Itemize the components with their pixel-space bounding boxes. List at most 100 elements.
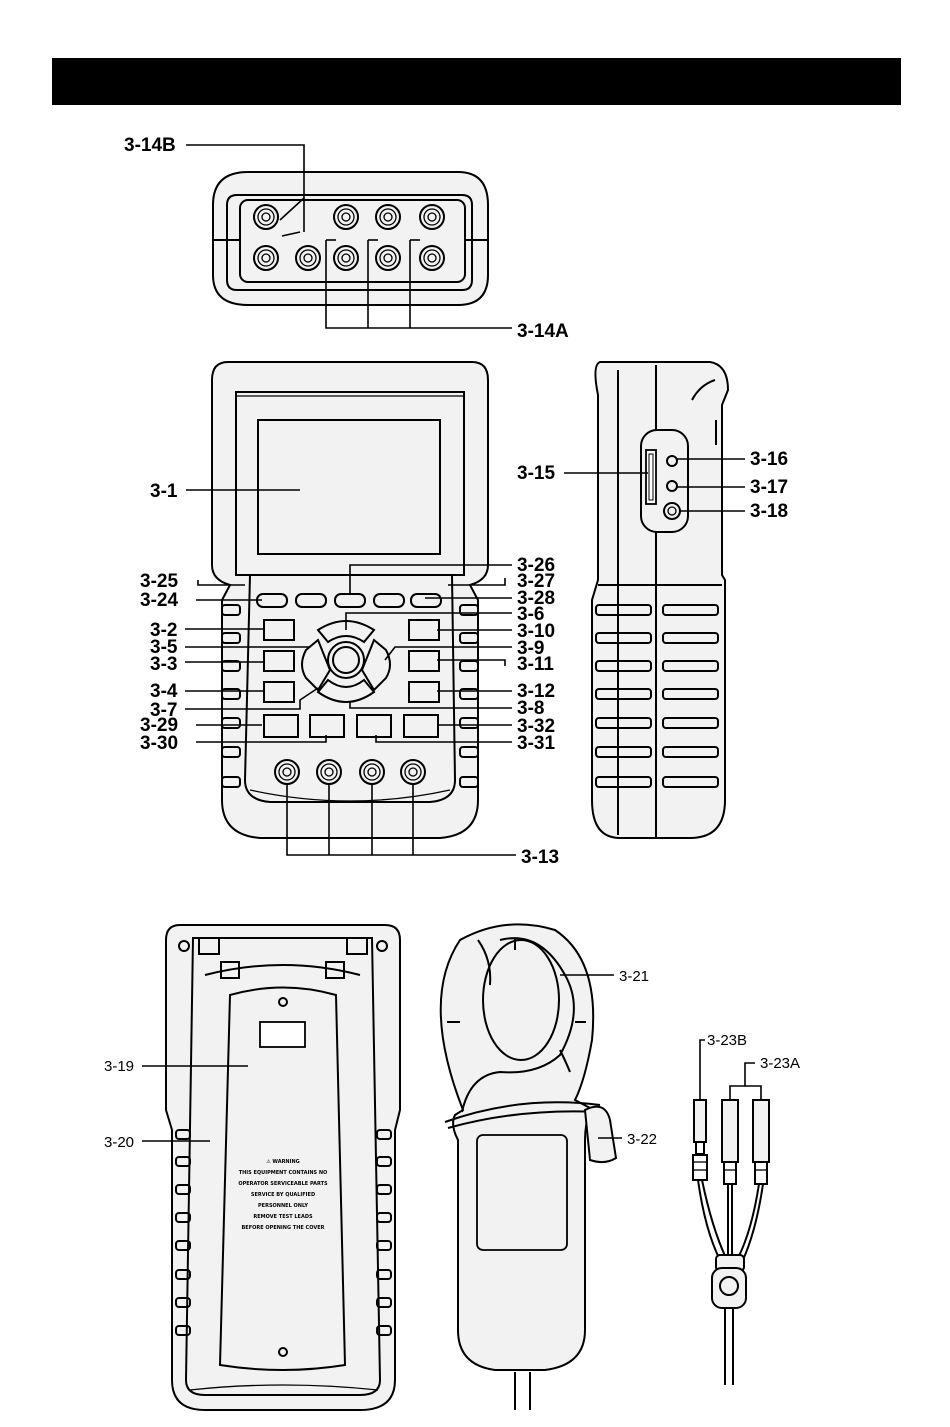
- grip-slot: [175, 1156, 191, 1167]
- warning-line: THIS EQUIPMENT CONTAINS NO: [239, 1170, 328, 1176]
- label-3-10: 3-10: [517, 621, 555, 642]
- label-3-8: 3-8: [517, 698, 544, 719]
- grip-slot: [459, 604, 479, 616]
- top-jack-7: [333, 245, 359, 271]
- top-jack-6: [295, 245, 321, 271]
- header-bar: [52, 58, 901, 105]
- grip-slot: [595, 632, 652, 644]
- grip-slot: [459, 776, 479, 788]
- grip-slot: [459, 688, 479, 700]
- grip-slot: [175, 1325, 191, 1336]
- label-3-32: 3-32: [517, 716, 555, 737]
- function-key-4: [373, 593, 405, 608]
- sd-card-slot: [645, 449, 657, 505]
- label-3-2: 3-2: [150, 620, 177, 641]
- top-jack-3: [375, 204, 401, 230]
- label-3-3: 3-3: [150, 654, 177, 675]
- grip-slot: [221, 604, 241, 616]
- clamp-label-window: [476, 1134, 568, 1251]
- label-3-6: 3-6: [517, 604, 544, 625]
- label-3-18: 3-18: [750, 501, 788, 522]
- side-grips: [595, 604, 719, 788]
- front-grip-left: [221, 604, 241, 788]
- front-view-meter: [211, 361, 489, 839]
- label-3-29: 3-29: [140, 715, 178, 736]
- grip-slot: [595, 776, 652, 788]
- label-3-16: 3-16: [750, 449, 788, 470]
- label-3-13: 3-13: [521, 847, 559, 868]
- key-3-12: [408, 681, 440, 703]
- grip-slot: [221, 688, 241, 700]
- grip-slot: [662, 776, 719, 788]
- top-jack-2: [333, 204, 359, 230]
- top-input-jacks: [253, 204, 445, 271]
- top-jack-8: [375, 245, 401, 271]
- label-3-4: 3-4: [150, 681, 178, 702]
- label-3-12: 3-12: [517, 681, 555, 702]
- arrow-pad: [301, 620, 391, 703]
- grip-slot: [221, 660, 241, 672]
- grip-slot: [376, 1212, 392, 1223]
- grip-slot: [459, 717, 479, 729]
- key-3-4: [263, 681, 295, 703]
- label-3-24: 3-24: [140, 590, 178, 611]
- grip-slot: [595, 717, 652, 729]
- grip-slot: [376, 1184, 392, 1195]
- front-jack-2: [316, 759, 342, 785]
- key-3-3: [263, 650, 295, 672]
- label-3-1: 3-1: [150, 481, 178, 502]
- lcd-screen: [257, 419, 441, 555]
- key-3-32: [403, 714, 439, 738]
- front-jack-1: [274, 759, 300, 785]
- grip-slot: [376, 1156, 392, 1167]
- label-3-28: 3-28: [517, 588, 555, 609]
- grip-slot: [376, 1297, 392, 1308]
- key-3-2: [263, 619, 295, 641]
- grip-slot: [662, 604, 719, 616]
- label-3-7: 3-7: [150, 700, 177, 721]
- grip-slot: [595, 604, 652, 616]
- grip-slot: [221, 746, 241, 758]
- label-3-14B: 3-14B: [124, 135, 176, 156]
- front-grip-right: [459, 604, 479, 788]
- top-view-meter: [212, 171, 489, 306]
- label-3-22: 3-22: [627, 1131, 657, 1148]
- grip-slot: [376, 1269, 392, 1280]
- label-3-11: 3-11: [517, 654, 554, 675]
- adapter-cable: [692, 1099, 770, 1385]
- warning-line: REMOVE TEST LEADS: [253, 1214, 313, 1220]
- back-grips: [175, 1129, 392, 1336]
- label-3-31: 3-31: [517, 733, 555, 754]
- grip-slot: [662, 746, 719, 758]
- function-key-2: [295, 593, 327, 608]
- grip-slot: [595, 660, 652, 672]
- grip-slot: [175, 1240, 191, 1251]
- label-3-27: 3-27: [517, 571, 555, 592]
- grip-slot: [595, 746, 652, 758]
- grip-slot: [376, 1240, 392, 1251]
- clamp-trigger: [583, 1105, 618, 1164]
- grip-slot: [175, 1129, 191, 1140]
- warning-line: PERSONNEL ONLY: [258, 1203, 308, 1209]
- grip-slot: [221, 776, 241, 788]
- label-3-17: 3-17: [750, 477, 788, 498]
- label-3-5: 3-5: [150, 637, 178, 658]
- grip-slot: [459, 746, 479, 758]
- key-3-29: [263, 714, 299, 738]
- top-jack-5: [253, 245, 279, 271]
- label-3-20: 3-20: [104, 1134, 134, 1151]
- label-3-23B: 3-23B: [707, 1032, 747, 1049]
- label-3-30: 3-30: [140, 733, 178, 754]
- label-3-23A: 3-23A: [760, 1055, 800, 1072]
- battery-cover: [218, 986, 347, 1371]
- grip-slot: [376, 1129, 392, 1140]
- back-label-plate: [259, 1021, 306, 1048]
- grip-slot: [175, 1297, 191, 1308]
- grip-slot: [376, 1325, 392, 1336]
- side-view-meter: [591, 361, 730, 839]
- grip-slot: [662, 688, 719, 700]
- side-port-1: [666, 455, 678, 467]
